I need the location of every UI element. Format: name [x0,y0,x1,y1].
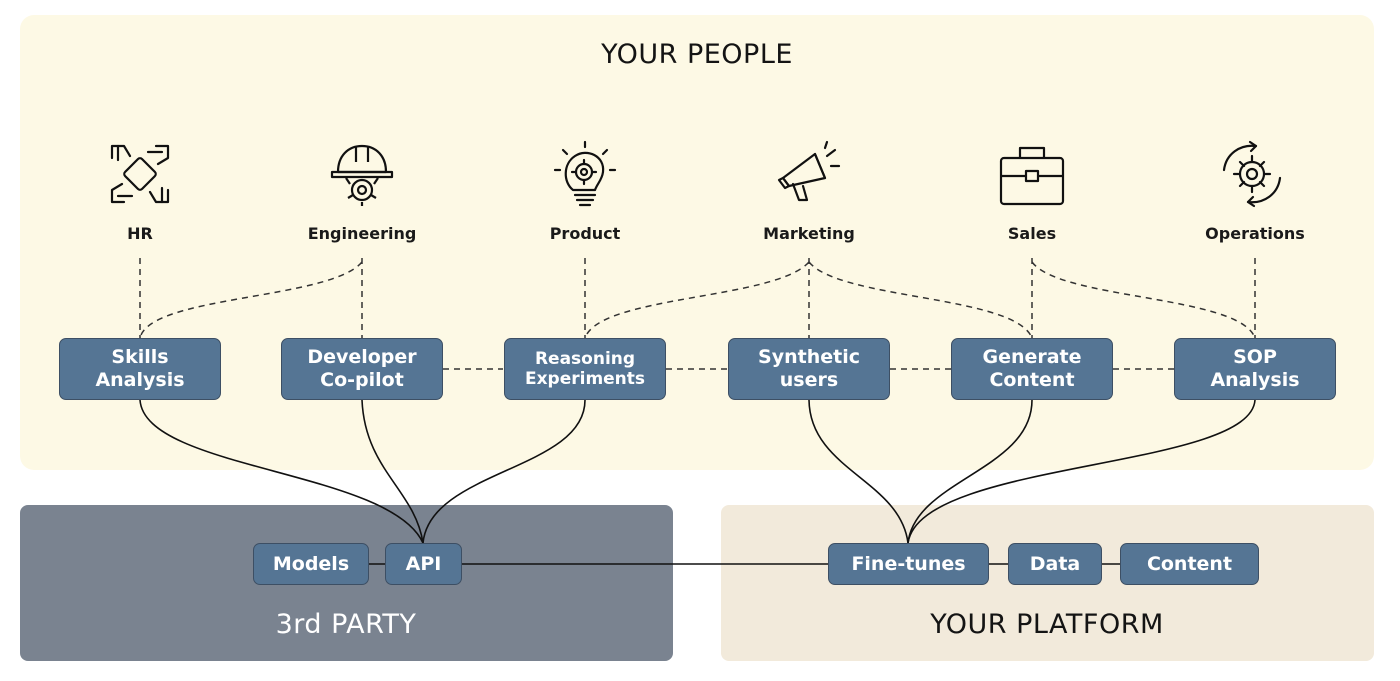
dept-label-product: Product [549,224,621,243]
wire-dev-api [361,399,424,544]
hardhat-gear-icon [330,144,394,206]
dash-mkt-gen [808,261,1033,339]
dept-label-engineering: Engineering [307,224,417,243]
node-fine-tunes: Fine-tunes [828,543,989,585]
node-models: Models [253,543,369,585]
wire-reason-api [422,399,586,544]
your-people-zone [20,15,1374,470]
node-generate-content: Generate Content [951,338,1113,400]
wire-skills-api [139,399,424,544]
your-people-title: YOUR PEOPLE [601,39,793,70]
node-data: Data [1008,543,1102,585]
briefcase-icon [999,146,1065,206]
third-party-title: 3rd PARTY [275,609,417,640]
lightbulb-gear-icon [553,140,617,207]
dept-label-operations: Operations [1205,224,1305,243]
node-content: Content [1120,543,1259,585]
megaphone-icon [777,140,841,202]
hands-icon [110,144,170,204]
dash-sales-sop [1031,261,1256,339]
wire-sop-fine [907,399,1256,544]
dept-label-marketing: Marketing [763,224,855,243]
node-synthetic-users: Synthetic users [728,338,890,400]
node-sop-analysis: SOP Analysis [1174,338,1336,400]
node-skills-analysis: Skills Analysis [59,338,221,400]
wire-gen-fine [907,399,1033,544]
solid-connectors [139,399,1256,565]
dash-mkt-reason [584,261,810,339]
node-reasoning-experiments: Reasoning Experiments [504,338,666,400]
gear-cycle-icon [1222,140,1282,208]
node-api: API [385,543,462,585]
your-platform-title: YOUR PLATFORM [930,609,1164,640]
dept-label-hr: HR [127,224,153,243]
node-developer-copilot: Developer Co-pilot [281,338,443,400]
dept-label-sales: Sales [1007,224,1057,243]
dashed-connectors [139,258,1256,370]
dash-eng-skills [139,261,363,339]
wire-synth-fine [808,399,909,544]
